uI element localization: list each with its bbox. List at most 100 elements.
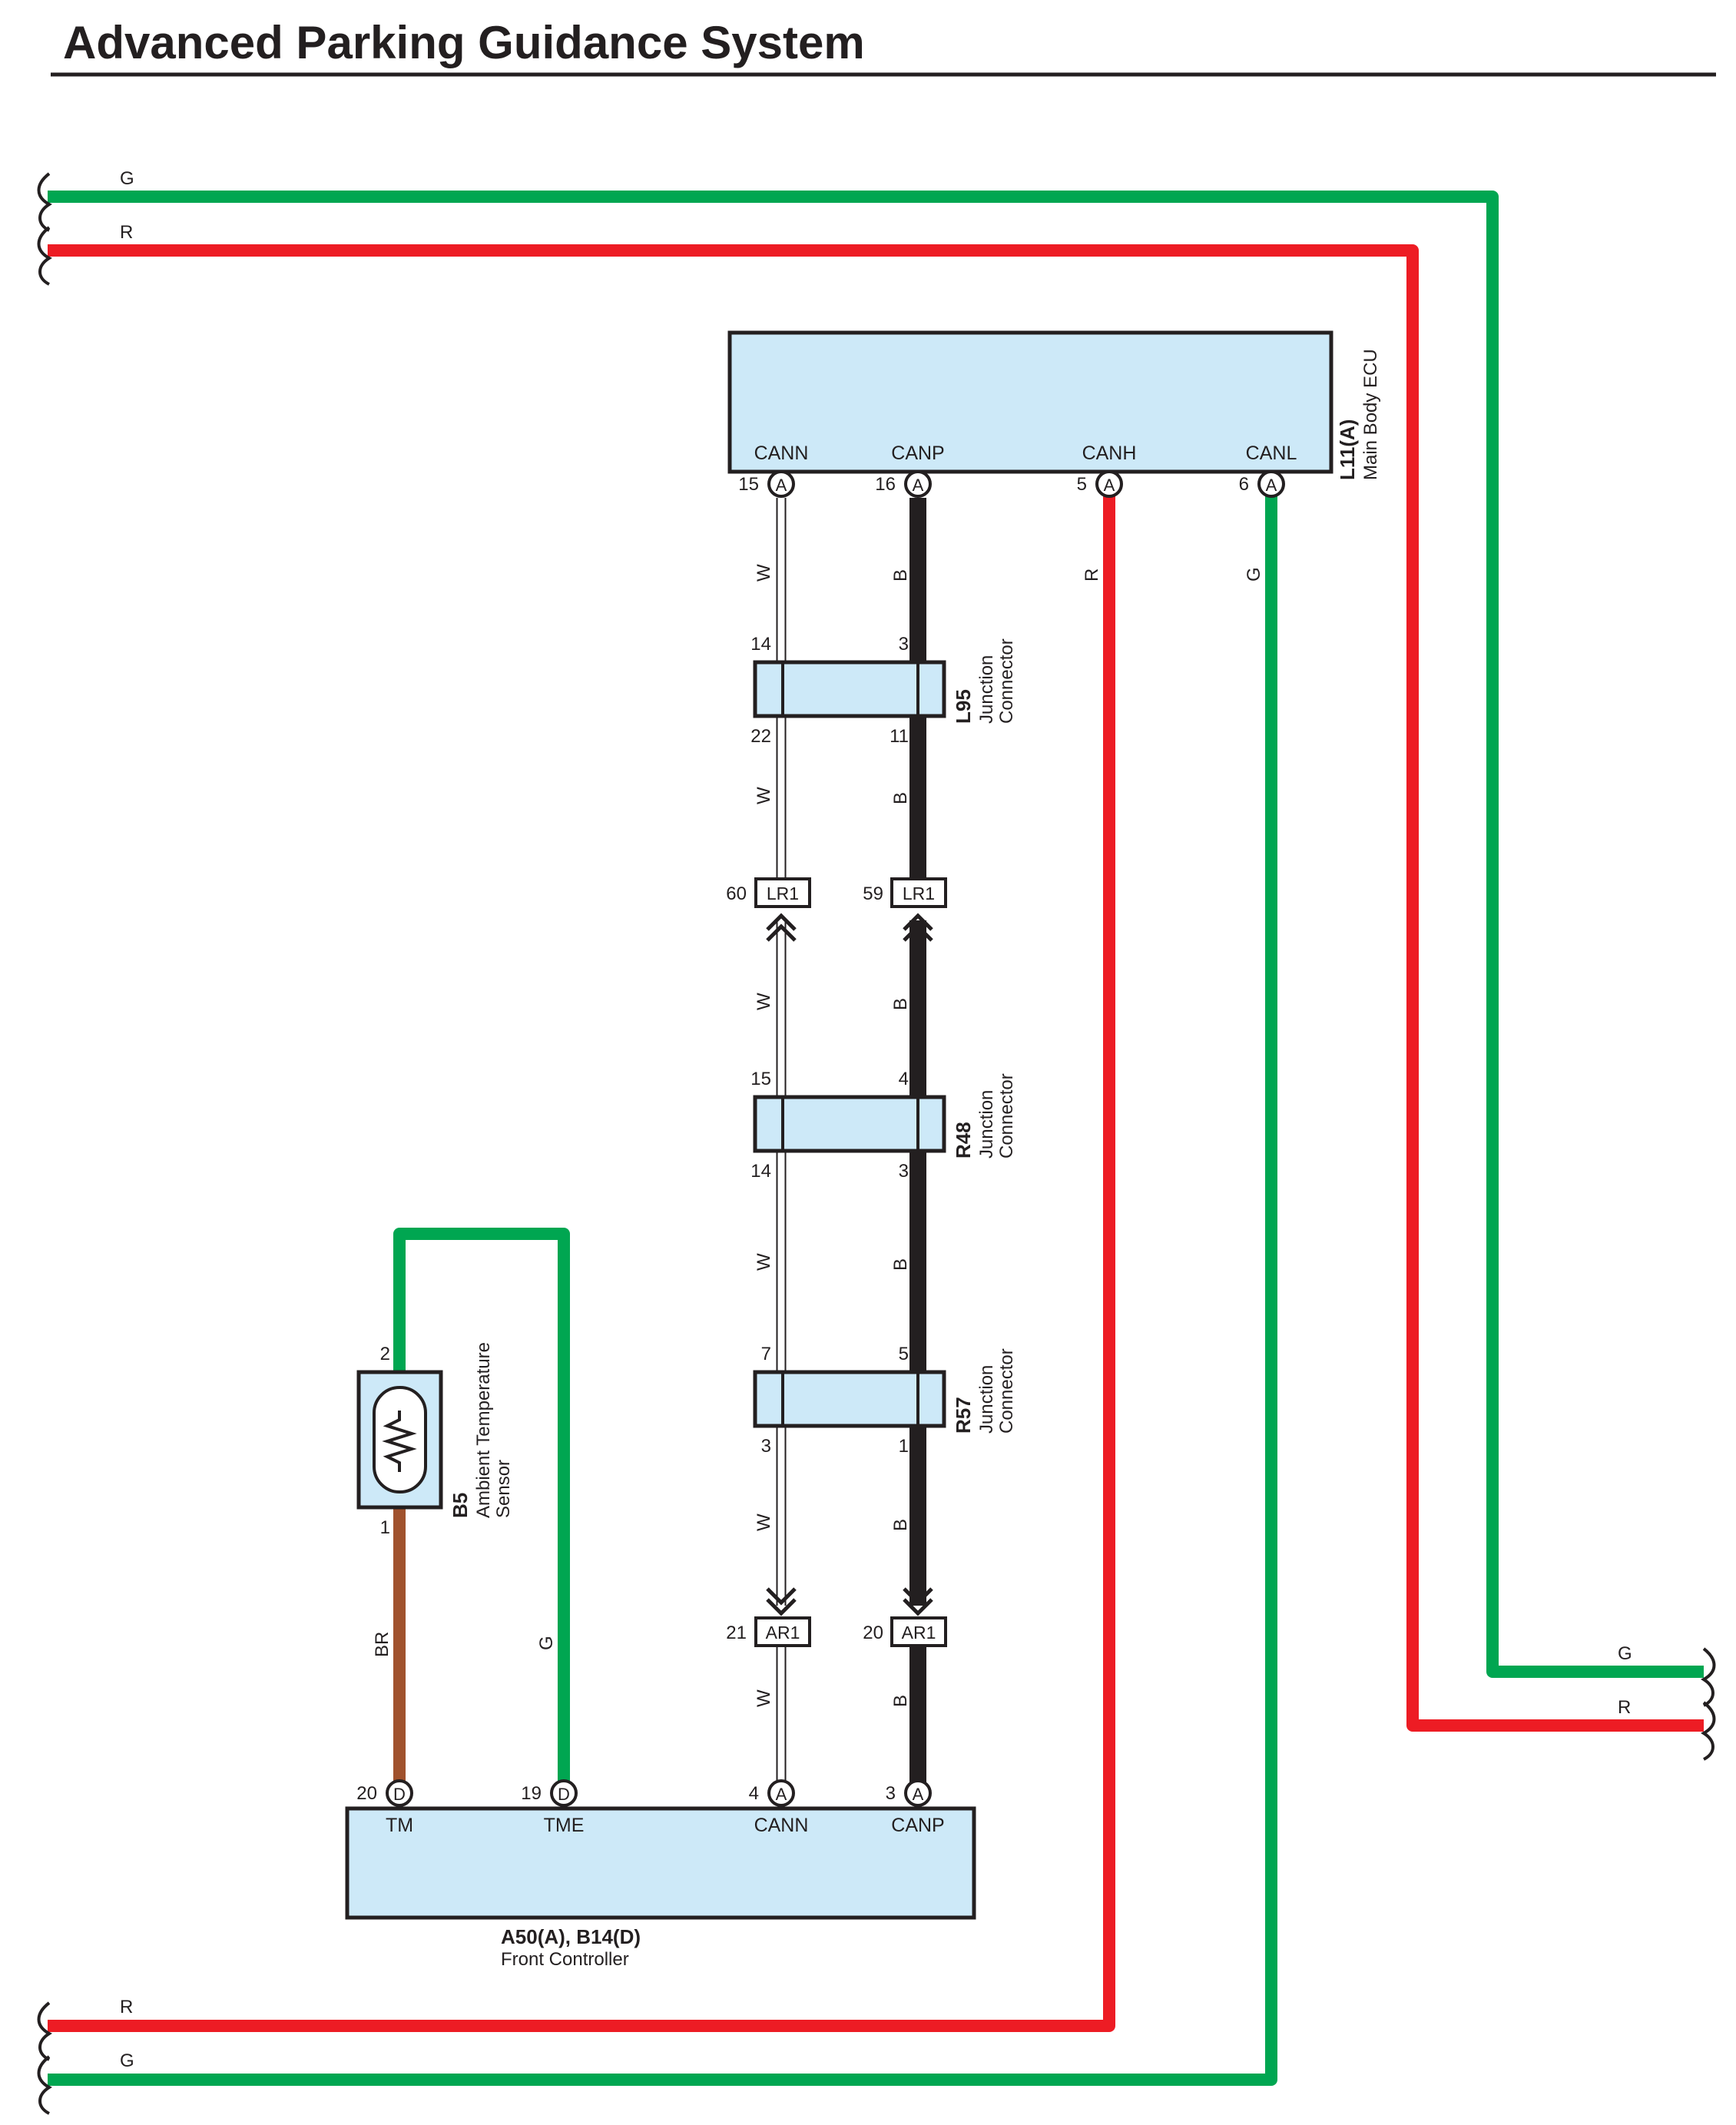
ecu-code: L11(A) bbox=[1336, 419, 1359, 480]
label-right-g: G bbox=[1618, 1643, 1632, 1664]
fc-name: Front Controller bbox=[501, 1949, 629, 1970]
label-top-g: G bbox=[120, 168, 134, 189]
label-b-5: B bbox=[890, 1519, 911, 1531]
svg-text:A: A bbox=[1266, 476, 1277, 495]
ecu-terminal-cann: A bbox=[767, 470, 795, 498]
fc-pin-num-canp: 3 bbox=[886, 1783, 896, 1804]
svg-text:D: D bbox=[558, 1785, 570, 1804]
label-top-r: R bbox=[120, 222, 133, 243]
b5-pin-2: 2 bbox=[380, 1344, 390, 1364]
ecu-terminal-canh: A bbox=[1095, 470, 1123, 498]
ecu-terminal-canl: A bbox=[1257, 470, 1285, 498]
fc-pin-name-tm: TM bbox=[386, 1815, 413, 1836]
label-w-4: W bbox=[754, 1253, 774, 1271]
ar1-pin-21: 21 bbox=[726, 1623, 747, 1643]
label-b-1: B bbox=[890, 569, 911, 582]
fc-terminal-tme: D bbox=[550, 1779, 578, 1807]
label-b-2: B bbox=[890, 792, 911, 804]
r57-code: R57 bbox=[952, 1397, 975, 1434]
ecu-pin-name-canp: CANP bbox=[891, 443, 944, 464]
b5-code: B5 bbox=[449, 1493, 472, 1518]
r48-name-line1: Junction bbox=[976, 1090, 997, 1159]
fc-pin-num-tme: 19 bbox=[521, 1783, 542, 1804]
ar1-chevron-cann-icon bbox=[766, 1587, 797, 1616]
label-b-6: B bbox=[890, 1695, 911, 1707]
svg-text:A: A bbox=[776, 476, 787, 495]
r57-name-line1: Junction bbox=[976, 1365, 997, 1434]
b5-name-line1: Ambient Temperature bbox=[473, 1342, 494, 1518]
lr1-pin-59: 59 bbox=[863, 883, 883, 904]
fc-terminal-canp: A bbox=[904, 1779, 932, 1807]
svg-text:D: D bbox=[393, 1785, 406, 1804]
l95-name-line2: Connector bbox=[996, 638, 1017, 724]
r57-pin-3: 3 bbox=[761, 1436, 771, 1457]
r48-code: R48 bbox=[952, 1122, 975, 1159]
r48-pin-4: 4 bbox=[899, 1069, 909, 1089]
ecu-pin-num-canh: 5 bbox=[1077, 474, 1087, 495]
label-w-1: W bbox=[754, 564, 774, 582]
lr1-chevron-cann-icon bbox=[766, 913, 797, 942]
label-bottom-r: R bbox=[120, 1997, 133, 2017]
lr1-chevron-canp-icon bbox=[903, 913, 933, 942]
ecu-terminal-canp: A bbox=[904, 470, 932, 498]
wire-color-labels: W B R G W B W B W B W B W B BR G bbox=[372, 564, 1264, 1707]
thermistor-icon bbox=[382, 1411, 417, 1472]
label-w-3: W bbox=[754, 993, 774, 1010]
r48-pin-15: 15 bbox=[750, 1069, 771, 1089]
label-w-6: W bbox=[754, 1689, 774, 1707]
fc-pin-num-tm: 20 bbox=[356, 1783, 377, 1804]
connector-ar1: AR1 AR1 21 20 bbox=[726, 1587, 947, 1647]
label-w-5: W bbox=[754, 1513, 774, 1531]
wire-sensor-g bbox=[393, 1228, 570, 1782]
fc-pin-name-tme: TME bbox=[544, 1815, 585, 1836]
l95-pin-3: 3 bbox=[899, 634, 909, 655]
svg-text:A: A bbox=[913, 1785, 924, 1804]
ecu-pin-name-canh: CANH bbox=[1082, 443, 1137, 464]
r57-pin-7: 7 bbox=[761, 1344, 771, 1364]
ecu-pin-num-cann: 15 bbox=[738, 474, 759, 495]
label-w-2: W bbox=[754, 787, 774, 804]
r57-pin-5: 5 bbox=[899, 1344, 909, 1364]
fc-terminal-tm: D bbox=[386, 1779, 413, 1807]
fc-pin-num-cann: 4 bbox=[749, 1783, 759, 1804]
b5-pin-1: 1 bbox=[380, 1517, 390, 1538]
lr1-label-canp: LR1 bbox=[903, 883, 935, 903]
r57-name-line2: Connector bbox=[996, 1348, 1017, 1434]
connector-lr1: LR1 LR1 60 59 bbox=[726, 877, 947, 942]
lr1-label-cann: LR1 bbox=[767, 883, 799, 903]
ecu-pin-name-canl: CANL bbox=[1246, 443, 1297, 464]
front-controller: D D A A 20 19 4 3 TM TME CANN CANP A50(A… bbox=[345, 1779, 976, 1970]
r48-pin-14: 14 bbox=[750, 1161, 771, 1182]
label-b-4: B bbox=[890, 1258, 911, 1271]
label-b-3: B bbox=[890, 998, 911, 1010]
wire-canh-r bbox=[48, 484, 1115, 2032]
svg-text:A: A bbox=[913, 476, 924, 495]
wire-top-r bbox=[48, 244, 1704, 1732]
ecu-pin-num-canl: 6 bbox=[1239, 474, 1249, 495]
ecu-pin-name-cann: CANN bbox=[754, 443, 809, 464]
lr1-pin-60: 60 bbox=[726, 883, 747, 904]
ecu-name: Main Body ECU bbox=[1360, 349, 1381, 480]
junction-connector-l95: 14 3 22 11 L95 Junction Connector bbox=[750, 634, 1017, 747]
wire-break-marks bbox=[37, 172, 1716, 2115]
junction-connector-r48: 15 4 14 3 R48 Junction Connector bbox=[750, 1069, 1017, 1182]
l95-pin-14: 14 bbox=[750, 634, 771, 655]
ambient-temperature-sensor-b5: 2 1 B5 Ambient Temperature Sensor bbox=[356, 1342, 514, 1538]
l95-code: L95 bbox=[952, 689, 975, 724]
label-canh-r: R bbox=[1082, 569, 1102, 582]
label-canl-g: G bbox=[1244, 567, 1264, 582]
fc-pin-name-canp: CANP bbox=[891, 1815, 944, 1836]
r48-pin-3: 3 bbox=[899, 1161, 909, 1182]
ar1-label-cann: AR1 bbox=[766, 1623, 800, 1643]
label-right-r: R bbox=[1618, 1697, 1631, 1718]
fc-terminal-cann: A bbox=[767, 1779, 795, 1807]
l95-name-line1: Junction bbox=[976, 655, 997, 724]
svg-text:A: A bbox=[1104, 476, 1115, 495]
ar1-chevron-canp-icon bbox=[903, 1587, 933, 1616]
ecu-pin-num-canp: 16 bbox=[875, 474, 896, 495]
r48-name-line2: Connector bbox=[996, 1073, 1017, 1159]
label-bottom-g: G bbox=[120, 2050, 134, 2071]
ar1-label-canp: AR1 bbox=[902, 1623, 936, 1643]
l95-pin-11: 11 bbox=[890, 726, 909, 747]
l95-pin-22: 22 bbox=[750, 726, 771, 747]
